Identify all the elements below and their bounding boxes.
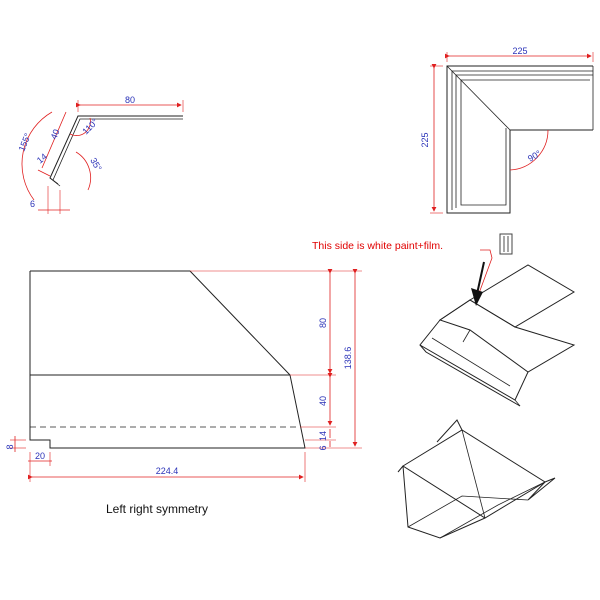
dim-total-height: 138.6 xyxy=(343,347,353,370)
dim-height-225: 225 xyxy=(420,132,430,147)
dim-step-20: 20 xyxy=(35,451,45,461)
dim-h-40: 40 xyxy=(318,396,328,406)
isometric-upper: This side is white paint+film. xyxy=(312,233,576,407)
profile-outline xyxy=(49,115,183,185)
dim-top-80: 80 xyxy=(125,95,135,105)
dim-h-80: 80 xyxy=(318,318,328,328)
paint-side-indicator xyxy=(499,233,513,255)
dim-h-14: 14 xyxy=(318,431,328,441)
symmetry-caption: Left right symmetry xyxy=(106,502,208,516)
dim-side-14: 14 xyxy=(35,151,49,165)
dim-total-length: 224.4 xyxy=(156,466,179,476)
dim-angle-155: 155° xyxy=(17,131,33,152)
paint-film-note: This side is white paint+film. xyxy=(312,240,443,252)
dim-h-6: 6 xyxy=(318,445,328,450)
dim-width-225: 225 xyxy=(512,46,527,56)
note-arrow xyxy=(471,288,483,306)
profile-section: 80 110° 40 155° 14 35° 6 xyxy=(17,95,184,214)
dim-side-40: 40 xyxy=(49,128,62,141)
dim-lip-6: 6 xyxy=(30,199,35,209)
side-view: 80 40 14 6 138.6 8 20 224.4 Left right s… xyxy=(5,269,362,516)
isometric-lower xyxy=(397,419,556,539)
dim-angle-90: 90° xyxy=(526,148,543,164)
dim-angle-35: 35° xyxy=(88,156,104,173)
dim-step-8: 8 xyxy=(5,444,15,449)
corner-view: 225 225 90° xyxy=(420,46,594,214)
